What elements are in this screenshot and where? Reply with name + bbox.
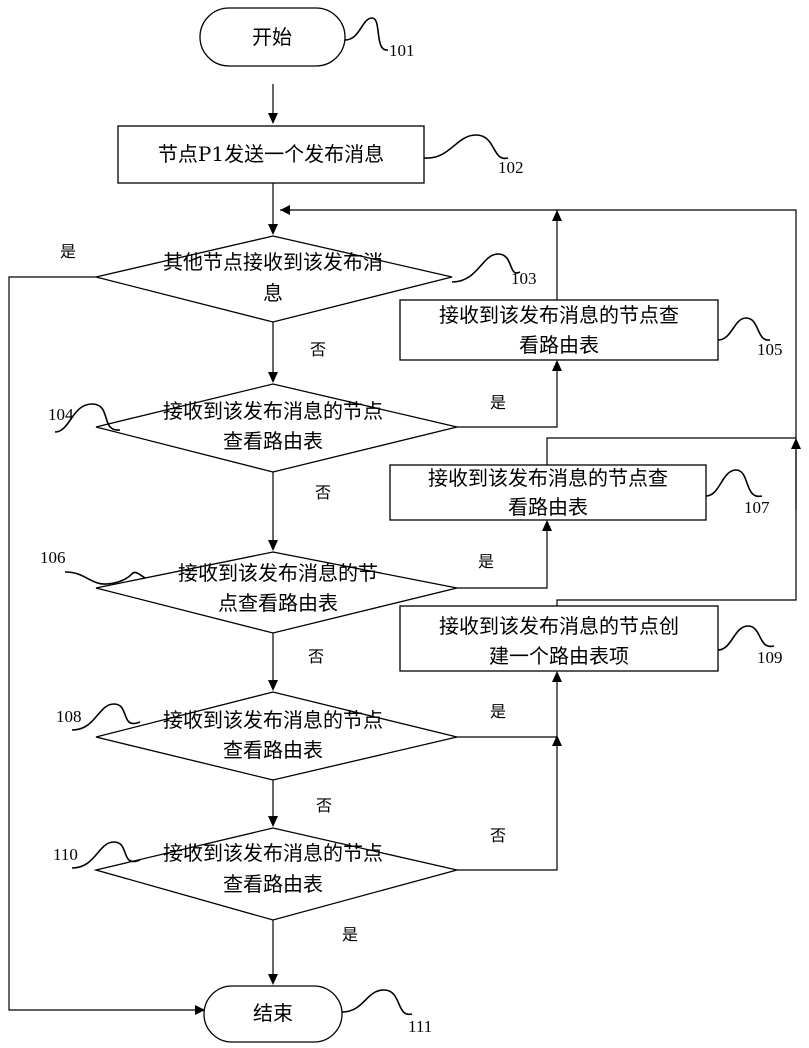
edge-label-110-no: 否 xyxy=(490,826,506,845)
connector-110-no-to-109 xyxy=(457,742,557,870)
node-105-line1: 接收到该发布消息的节点查 xyxy=(439,303,679,327)
node-105-line2: 看路由表 xyxy=(519,333,599,357)
node-108-line1: 接收到该发布消息的节点 xyxy=(163,708,383,732)
arrowhead-108 xyxy=(268,680,278,691)
connector-107-to-loop xyxy=(547,438,796,465)
ref-108: 108 xyxy=(56,707,82,726)
connector-108-yes-to-109 xyxy=(457,682,557,737)
arrowhead-110 xyxy=(268,816,278,827)
arrowhead-send xyxy=(268,113,278,124)
leader-103 xyxy=(452,254,520,282)
arrowhead-104 xyxy=(268,372,278,383)
reference-numbers: 101 102 103 105 104 107 106 109 108 110 … xyxy=(40,41,783,1036)
ref-102: 102 xyxy=(498,158,524,177)
edge-label-104-yes: 是 xyxy=(490,393,506,412)
leader-102 xyxy=(424,135,508,158)
node-108-line2: 查看路由表 xyxy=(223,738,323,762)
leader-108 xyxy=(72,704,140,730)
node-103-line2: 息 xyxy=(263,281,283,305)
node-send-text: 节点P1发送一个发布消息 xyxy=(158,142,384,166)
node-104-line2: 查看路由表 xyxy=(223,429,323,453)
connector-103-yes-to-end xyxy=(9,277,195,1010)
node-decision-103 xyxy=(96,236,452,322)
arrowhead-103 xyxy=(268,224,278,235)
leader-111 xyxy=(342,990,412,1014)
edge-label-108-no: 否 xyxy=(316,796,332,815)
node-109-line2: 建一个路由表项 xyxy=(489,644,629,668)
edge-label-103-no: 否 xyxy=(310,340,326,359)
connector-106-yes-to-107 xyxy=(457,531,547,588)
ref-101: 101 xyxy=(389,41,415,60)
node-110-line2: 查看路由表 xyxy=(223,872,323,896)
node-decision-108 xyxy=(96,692,457,780)
arrowhead-106 xyxy=(268,540,278,551)
node-110-line1: 接收到该发布消息的节点 xyxy=(163,841,383,865)
ref-106: 106 xyxy=(40,548,66,567)
arrowhead-into-107 xyxy=(542,520,552,531)
node-104-line1: 接收到该发布消息的节点 xyxy=(163,399,383,423)
node-109-line1: 接收到该发布消息的节点创 xyxy=(439,614,679,638)
edge-label-103-yes: 是 xyxy=(60,242,76,261)
ref-107: 107 xyxy=(744,498,770,517)
ref-103: 103 xyxy=(511,269,537,288)
arrowhead-loop-103 xyxy=(280,205,290,215)
leader-101 xyxy=(345,18,388,50)
ref-105: 105 xyxy=(757,340,783,359)
leader-107 xyxy=(706,470,762,496)
edge-label-104-no: 否 xyxy=(315,483,331,502)
leader-105 xyxy=(718,318,770,340)
arrowhead-end xyxy=(268,974,278,985)
arrowhead-loop-up xyxy=(791,438,801,449)
ref-111: 111 xyxy=(408,1017,432,1036)
ref-110: 110 xyxy=(53,845,78,864)
leader-109 xyxy=(718,626,774,650)
edge-label-110-yes: 是 xyxy=(342,925,358,944)
node-106-line1: 接收到该发布消息的节 xyxy=(178,561,378,585)
node-106-line2: 点查看路由表 xyxy=(218,591,338,615)
arrowhead-105-up xyxy=(552,210,562,221)
arrowhead-into-105 xyxy=(552,360,562,371)
node-107-line2: 看路由表 xyxy=(508,495,588,519)
arrowhead-into-109 xyxy=(552,671,562,682)
node-103-line1: 其他节点接收到该发布消 xyxy=(163,250,383,274)
node-end-text: 结束 xyxy=(253,1001,293,1025)
ref-104: 104 xyxy=(48,405,74,424)
edge-label-106-yes: 是 xyxy=(478,552,494,571)
node-decision-104 xyxy=(96,384,457,472)
node-start-text: 开始 xyxy=(252,25,292,49)
edge-label-108-yes: 是 xyxy=(490,702,506,721)
edge-label-106-no: 否 xyxy=(308,647,324,666)
connector-104-yes-to-105 xyxy=(457,370,557,427)
ref-109: 109 xyxy=(757,648,783,667)
node-107-line1: 接收到该发布消息的节点查 xyxy=(428,466,668,490)
